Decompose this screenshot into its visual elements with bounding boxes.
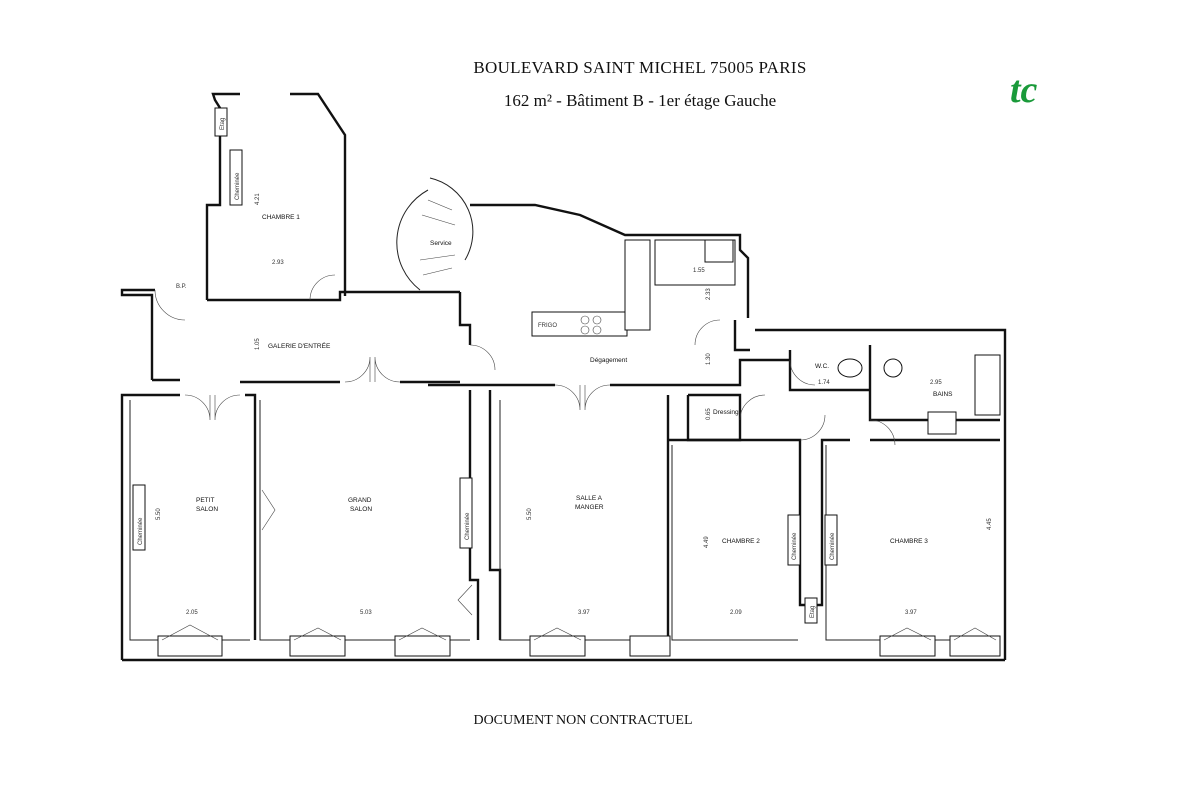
cheminee-petit-salon: Cheminée	[138, 517, 144, 545]
room-petit-salon-2: SALON	[196, 506, 218, 513]
room-dressing: Dressing	[713, 409, 739, 416]
dim-petit-salon-h: 5.50	[156, 508, 162, 520]
dim-chambre3-h: 4.45	[987, 518, 993, 530]
dim-chambre2-h: 4.49	[704, 536, 710, 548]
room-chambre-3: CHAMBRE 3	[890, 538, 928, 545]
etag-chambre-3: Etag	[810, 606, 816, 618]
facade-windows	[157, 624, 1001, 657]
service-staircase	[396, 177, 474, 291]
dim-salle-w: 3.97	[578, 610, 590, 616]
dim-cuisine-h: 1.55	[693, 268, 705, 274]
room-salle-a-manger-1: SALLE A	[576, 495, 603, 502]
room-service: Service	[430, 240, 452, 247]
dim-wc-w: 1.74	[818, 380, 830, 386]
room-grand-salon-1: GRAND	[348, 497, 372, 504]
cheminee-chambre-1: Cheminée	[235, 172, 241, 200]
room-bains: BAINS	[933, 391, 953, 398]
dim-bains-w: 2.95	[930, 380, 942, 386]
room-petit-salon-1: PETIT	[196, 497, 214, 504]
fixture-labels: Cheminée Cheminée Cheminée Cheminée Chem…	[138, 118, 836, 618]
room-degagement: Dégagement	[590, 357, 627, 364]
interior-walls	[129, 345, 1000, 641]
plan-address-title: BOULEVARD SAINT MICHEL 75005 PARIS	[473, 58, 807, 77]
dim-salle-h: 5.50	[527, 508, 533, 520]
dim-chambre1-h: 4.21	[255, 193, 261, 205]
cheminee-chambre-3: Cheminée	[830, 532, 836, 560]
room-salle-a-manger-2: MANGER	[575, 504, 604, 511]
room-galerie: GALERIE D'ENTRÉE	[268, 341, 331, 350]
fixtures	[132, 107, 1001, 624]
frigo-label: FRIGO	[538, 323, 557, 329]
room-labels: CHAMBRE 1 GALERIE D'ENTRÉE Service Dégag…	[196, 214, 953, 545]
door-swings	[154, 274, 896, 616]
dim-deg-h: 1.30	[706, 353, 712, 365]
cheminee-grand-salon: Cheminée	[465, 512, 471, 540]
room-wc: W.C.	[815, 363, 829, 370]
dim-chambre3-w: 3.97	[905, 610, 917, 616]
room-chambre-2: CHAMBRE 2	[722, 538, 760, 545]
dim-chambre1-w: 2.93	[272, 260, 284, 266]
dim-wall-h: 2.33	[706, 288, 712, 300]
room-chambre-1: CHAMBRE 1	[262, 214, 300, 221]
dim-dressing-h: 0.65	[706, 408, 712, 420]
plan-details-subtitle: 162 m² - Bâtiment B - 1er étage Gauche	[503, 91, 777, 110]
etag-chambre-1: Etag	[220, 118, 226, 130]
cheminee-chambre-2: Cheminée	[792, 532, 798, 560]
non-contractual-note: DOCUMENT NON CONTRACTUEL	[473, 713, 693, 728]
dim-petit-salon-w: 2.05	[186, 610, 198, 616]
exterior-walls	[120, 92, 1007, 662]
logo-text: tc	[1010, 69, 1038, 111]
room-grand-salon-2: SALON	[350, 506, 372, 513]
bp-label: B.P.	[176, 284, 187, 290]
dim-chambre2-w: 2.09	[730, 610, 742, 616]
dim-grand-salon-w: 5.03	[360, 610, 372, 616]
dimension-labels: 2.93 4.21 1.05 2.05 5.50 5.03 3.97 5.50 …	[156, 193, 993, 616]
tc-logo: tc	[1010, 69, 1038, 111]
dim-galerie-h: 1.05	[255, 338, 261, 350]
